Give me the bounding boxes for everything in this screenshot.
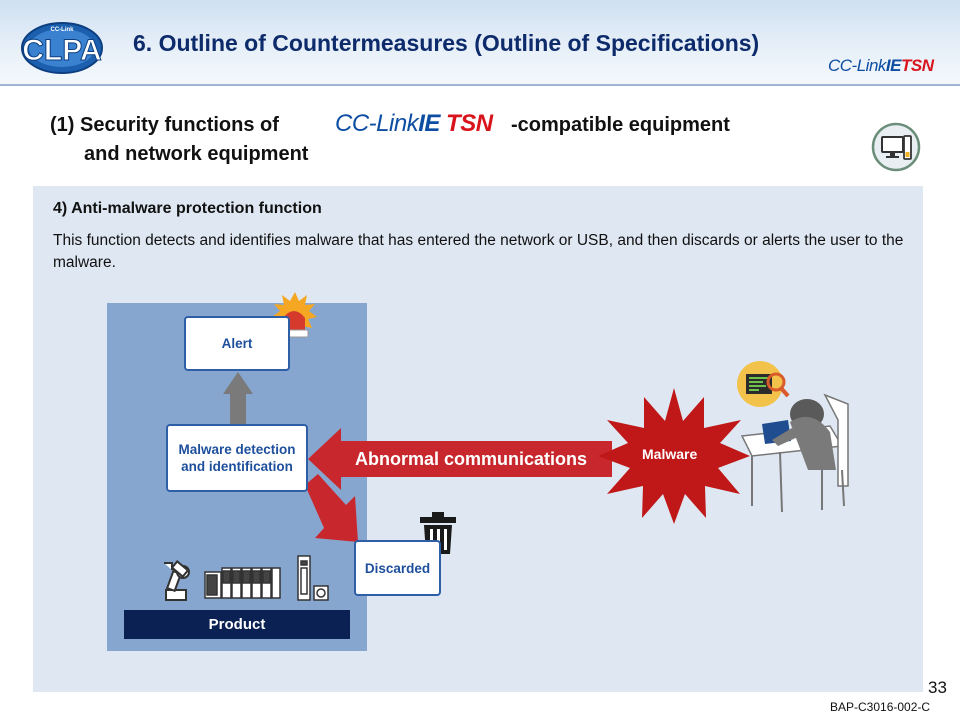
malware-burst	[598, 388, 750, 524]
abnormal-communications-label: Abnormal communications	[355, 449, 588, 469]
controller-icon	[297, 555, 329, 601]
up-arrow	[223, 372, 253, 424]
plc-rack-icon	[204, 567, 281, 599]
subtitle-brand-logo: CC-LinkIE TSN	[335, 110, 493, 138]
brand-cc: CC-Link	[828, 56, 886, 75]
section-heading: 4) Anti-malware protection function	[53, 200, 322, 217]
brand-logo: CC-LinkIETSN	[828, 56, 934, 76]
robot-arm-icon	[164, 560, 190, 601]
hacker-at-desk-icon	[737, 361, 849, 513]
header-band	[0, 0, 960, 84]
alert-box: Alert	[184, 316, 290, 371]
subtitle-brand-tsn: TSN	[446, 110, 493, 137]
computer-monitor-icon	[871, 122, 921, 172]
subtitle-brand-cc: CC-Link	[335, 110, 419, 137]
abnormal-communications-arrow	[308, 428, 612, 490]
page-number: 33	[928, 678, 947, 697]
discarded-box: Discarded	[354, 540, 441, 596]
subtitle-brand-ie: IE	[418, 110, 440, 137]
clpa-logo: CC-Link CLPA	[21, 22, 103, 74]
subtitle-prefix: (1) Security functions of	[50, 114, 279, 136]
brand-ie: IE	[885, 56, 902, 75]
logo-text: CLPA	[22, 34, 101, 67]
malware-label: Malware	[642, 446, 698, 462]
slide-title: 6. Outline of Countermeasures (Outline o…	[133, 30, 760, 56]
section-description: This function detects and identifies mal…	[53, 232, 904, 271]
product-label: Product	[124, 610, 350, 639]
header-divider	[0, 84, 960, 86]
discard-arrow	[305, 474, 358, 542]
malware-detection-box: Malware detection and identification	[166, 424, 308, 492]
subtitle-suffix: -compatible equipment	[511, 114, 730, 136]
subtitle-line2: and network equipment	[84, 143, 309, 165]
logo-arc-text: CC-Link	[51, 27, 75, 33]
document-code: BAP-C3016-002-C	[830, 700, 931, 714]
brand-tsn: TSN	[900, 56, 934, 75]
